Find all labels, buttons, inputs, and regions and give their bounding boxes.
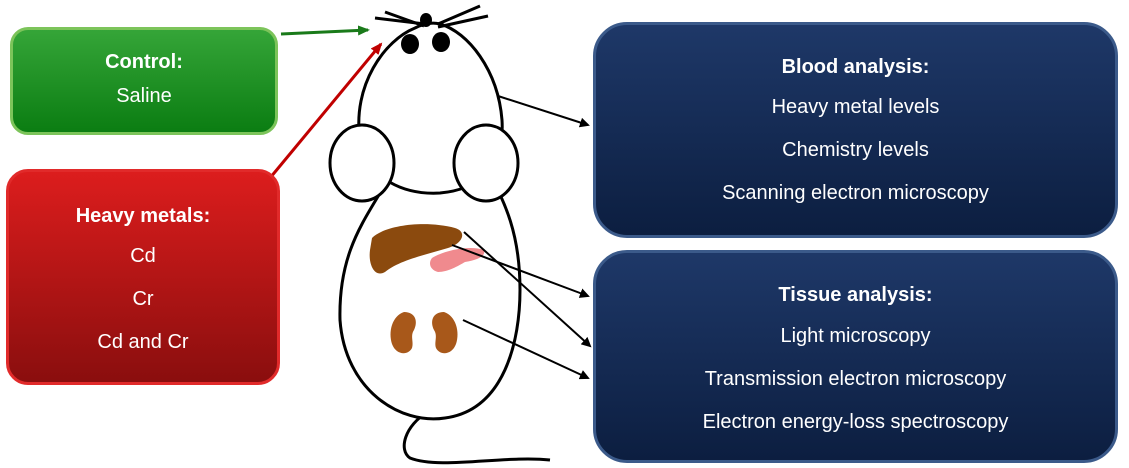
heavy-metals-title: Heavy metals: [9, 197, 277, 235]
mouse-right-paw [454, 125, 518, 201]
blood-analysis-box: Blood analysis: Heavy metal levels Chemi… [593, 22, 1118, 238]
tissue-analysis-title: Tissue analysis: [596, 275, 1115, 315]
blood-analysis-title: Blood analysis: [596, 48, 1115, 86]
mouse-body [340, 165, 520, 419]
control-box: Control: Saline [10, 27, 278, 135]
blood-arrow [498, 96, 588, 125]
blood-analysis-item: Scanning electron microscopy [596, 172, 1115, 215]
mouse-left-paw [330, 125, 394, 201]
control-item: Saline [13, 79, 275, 113]
tissue-analysis-item: Transmission electron microscopy [596, 358, 1115, 401]
mouse-nose [420, 13, 432, 27]
heavy-metals-item: Cd and Cr [9, 321, 277, 364]
control-arrow [281, 30, 368, 34]
blood-analysis-item: Heavy metal levels [596, 86, 1115, 129]
heavy-metals-box: Heavy metals: Cd Cr Cd and Cr [6, 169, 280, 385]
tissue-analysis-item: Electron energy-loss spectroscopy [596, 401, 1115, 444]
tissue-analysis-box: Tissue analysis: Light microscopy Transm… [593, 250, 1118, 463]
heavy-metals-item: Cr [9, 278, 277, 321]
mouse-right-eye [432, 32, 450, 52]
blood-analysis-item: Chemistry levels [596, 129, 1115, 172]
mouse-left-eye [401, 34, 419, 54]
control-title: Control: [13, 45, 275, 79]
heavy-metals-item: Cd [9, 235, 277, 278]
tissue-analysis-item: Light microscopy [596, 315, 1115, 358]
